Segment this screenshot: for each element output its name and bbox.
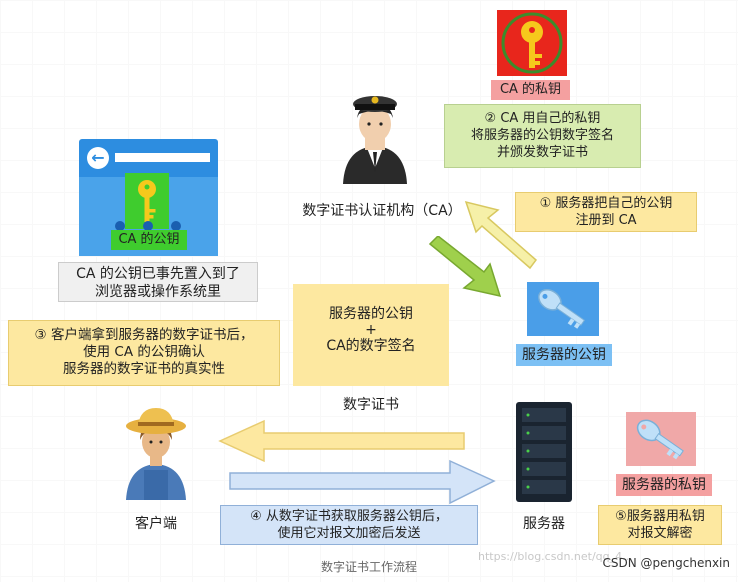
step5-line-2: 对报文解密 bbox=[627, 526, 693, 541]
browser-note-line-1: CA 的公钥已事先置入到了 bbox=[76, 266, 240, 282]
ca-officer-icon bbox=[335, 88, 415, 184]
client-label: 客户端 bbox=[135, 516, 177, 532]
step2-note: ② CA 用自己的私钥 将服务器的公钥数字签名 并颁发数字证书 bbox=[444, 104, 641, 168]
faint-url-watermark: https://blog.csdn.net/qq_4... bbox=[478, 550, 633, 563]
server-public-key-icon bbox=[527, 282, 599, 336]
arrow-ca-to-server bbox=[428, 236, 502, 298]
step4-line-2: 使用它对报文加密后发送 bbox=[277, 526, 421, 541]
browser-note-line-2: 浏览器或操作系统里 bbox=[95, 284, 221, 300]
server-private-key-icon bbox=[626, 412, 696, 466]
step5-note: ⑤服务器用私钥 对报文解密 bbox=[598, 505, 722, 545]
diagram-title: 数字证书工作流程 bbox=[320, 560, 417, 574]
ca-public-key-label: CA 的公钥 bbox=[111, 230, 187, 250]
step3-note: ③ 客户端拿到服务器的数字证书后， 使用 CA 的公钥确认 服务器的数字证书的真… bbox=[8, 320, 280, 386]
server-public-key-label: 服务器的公钥 bbox=[516, 344, 612, 366]
step2-line-3: 并颁发数字证书 bbox=[496, 145, 588, 160]
arrow-server-to-client bbox=[218, 419, 465, 463]
step1-note: ① 服务器把自己的公钥 注册到 CA bbox=[515, 192, 697, 232]
browser-window-icon: ← CA 的公钥 bbox=[79, 139, 218, 256]
certificate-box: 服务器的公钥 + CA的数字签名 bbox=[293, 284, 449, 386]
step5-line-1: ⑤服务器用私钥 bbox=[615, 509, 705, 524]
key-dot-3 bbox=[171, 221, 181, 231]
certificate-line-2: + bbox=[365, 322, 377, 338]
server-label: 服务器 bbox=[523, 516, 565, 532]
certificate-label: 数字证书 bbox=[343, 397, 399, 413]
server-private-key-label: 服务器的私钥 bbox=[616, 474, 712, 496]
key-dot-2 bbox=[143, 221, 153, 231]
ca-label: 数字证书认证机构（CA） bbox=[302, 203, 462, 219]
address-bar bbox=[115, 153, 210, 162]
step2-line-2: 将服务器的公钥数字签名 bbox=[470, 128, 614, 143]
step3-line-1: ③ 客户端拿到服务器的数字证书后， bbox=[34, 327, 254, 343]
step3-line-2: 使用 CA 的公钥确认 bbox=[83, 344, 205, 360]
browser-note: CA 的公钥已事先置入到了 浏览器或操作系统里 bbox=[58, 262, 258, 302]
step3-line-3: 服务器的数字证书的真实性 bbox=[63, 361, 225, 377]
ca-private-key-icon bbox=[497, 10, 567, 76]
certificate-line-1: 服务器的公钥 bbox=[329, 306, 413, 322]
ca-public-key-icon bbox=[125, 173, 169, 229]
step1-line-2: 注册到 CA bbox=[575, 213, 637, 228]
arrow-client-to-server bbox=[229, 459, 496, 505]
csdn-watermark: CSDN @pengchenxin bbox=[602, 556, 730, 570]
step1-line-1: ① 服务器把自己的公钥 bbox=[539, 196, 673, 211]
client-farmer-icon bbox=[120, 404, 192, 500]
key-dot-1 bbox=[115, 221, 125, 231]
back-arrow-icon: ← bbox=[87, 147, 109, 169]
step4-note: ④ 从数字证书获取服务器公钥后， 使用它对报文加密后发送 bbox=[220, 505, 478, 545]
arrow-server-to-ca bbox=[464, 200, 538, 270]
step2-line-1: ② CA 用自己的私钥 bbox=[484, 111, 601, 126]
server-rack-icon bbox=[512, 400, 576, 504]
certificate-line-3: CA的数字签名 bbox=[326, 338, 416, 354]
step4-line-1: ④ 从数字证书获取服务器公钥后， bbox=[250, 509, 448, 524]
ca-private-key-label: CA 的私钥 bbox=[491, 80, 570, 100]
